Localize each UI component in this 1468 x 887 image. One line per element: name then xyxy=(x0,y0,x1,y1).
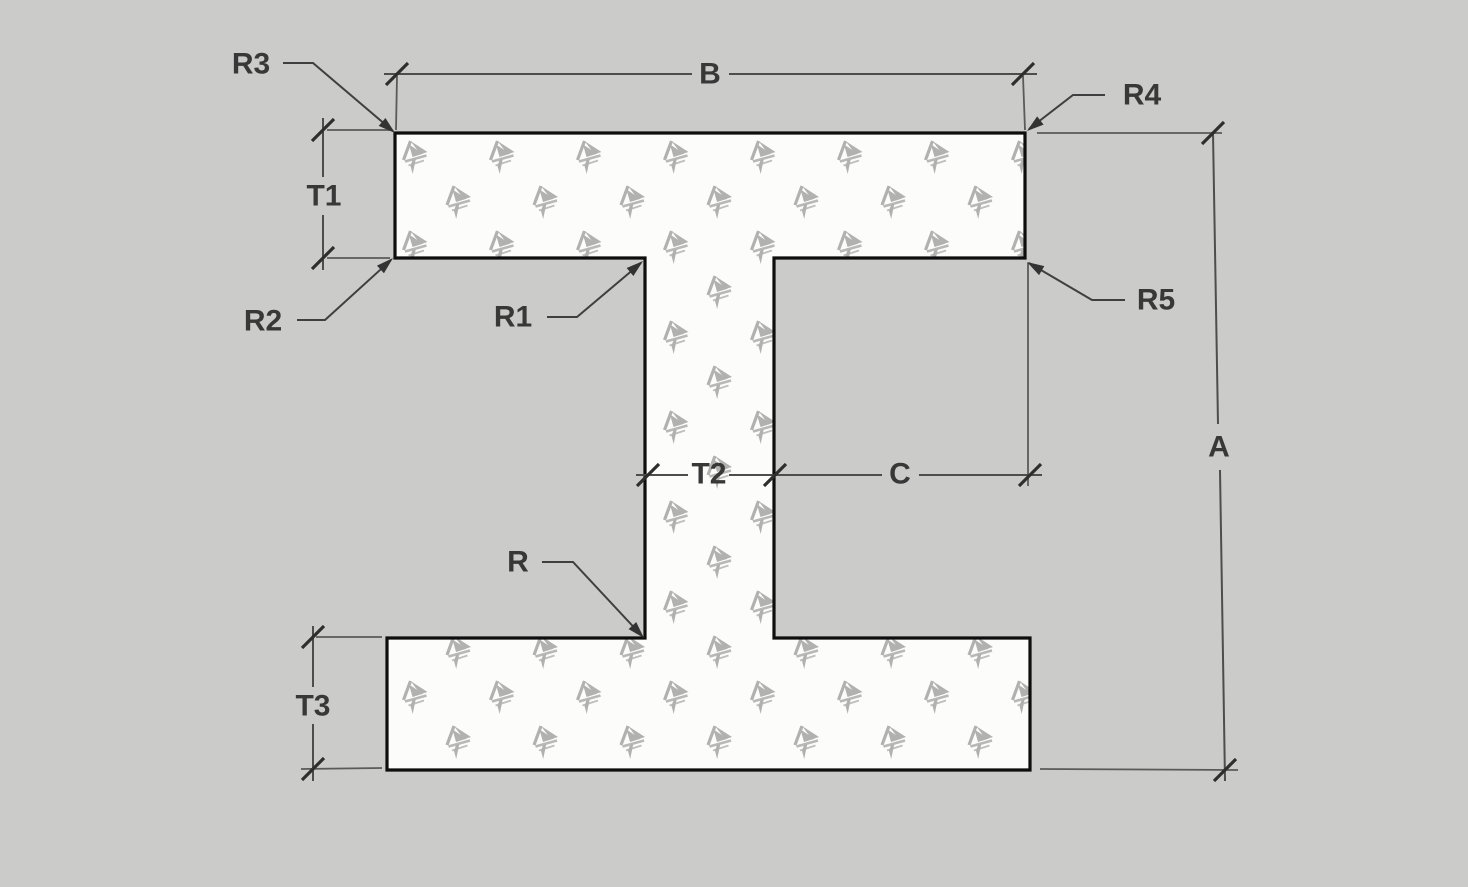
leader-r3: R3 xyxy=(232,48,399,137)
dim-a-extension-bottom xyxy=(1039,768,1239,771)
dim-a-line-bottom xyxy=(1219,469,1226,782)
label-r1: R1 xyxy=(494,301,532,334)
leader-r2: R2 xyxy=(244,254,397,338)
dimension-t3: T3 xyxy=(295,624,383,782)
dimension-b: B xyxy=(384,58,1037,131)
label-a: A xyxy=(1208,431,1230,464)
dimension-a: A xyxy=(1037,120,1239,783)
label-r2: R2 xyxy=(244,305,282,338)
leader-r4: R4 xyxy=(1023,79,1162,136)
label-b: B xyxy=(699,58,721,91)
leader-r: R xyxy=(507,546,648,642)
leader-r5: R5 xyxy=(1024,257,1175,317)
label-r4: R4 xyxy=(1123,79,1162,112)
leader-r1-line xyxy=(547,262,642,318)
leader-r5-line xyxy=(1028,262,1125,301)
label-t1: T1 xyxy=(306,180,341,213)
leader-r2-line xyxy=(297,259,392,321)
dim-a-line-top xyxy=(1212,132,1219,425)
leader-r4-line xyxy=(1028,94,1105,130)
dimension-t2-c: T2 C xyxy=(635,263,1043,491)
label-r5: R5 xyxy=(1137,284,1175,317)
label-c: C xyxy=(889,458,911,491)
leader-r3-line xyxy=(283,62,394,132)
label-r: R xyxy=(507,546,529,579)
leader-r1: R1 xyxy=(494,257,647,334)
label-t3: T3 xyxy=(295,690,330,723)
leader-r-line xyxy=(542,561,643,637)
label-t2: T2 xyxy=(691,458,726,491)
ibeam-cross-section xyxy=(385,131,1032,772)
dimension-t1: T1 xyxy=(306,117,390,271)
label-r3: R3 xyxy=(232,48,270,81)
dim-b-extension-left xyxy=(395,75,398,131)
dim-b-extension-right xyxy=(1022,75,1026,131)
